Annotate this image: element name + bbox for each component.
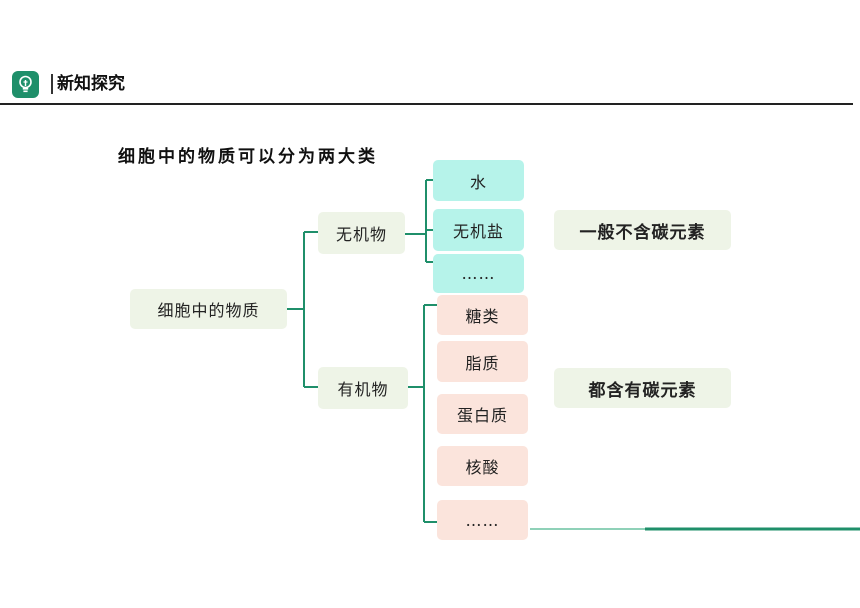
inorganic-item-salt: 无机盐 [433,209,524,251]
organic-node: 有机物 [318,367,408,409]
organic-note: 都含有碳元素 [554,368,731,408]
inorganic-node: 无机物 [318,212,405,254]
organic-item-nucleic-acid: 核酸 [437,446,528,486]
organic-item-more: …… [437,500,528,540]
intro-text: 细胞中的物质可以分为两大类 [118,147,378,167]
inorganic-item-more: …… [433,254,524,293]
organic-item-protein: 蛋白质 [437,394,528,434]
organic-item-lipid: 脂质 [437,341,528,382]
inorganic-item-water: 水 [433,160,524,201]
root-node: 细胞中的物质 [130,289,287,329]
organic-item-sugar: 糖类 [437,295,528,335]
header-separator [51,74,53,94]
inorganic-note: 一般不含碳元素 [554,210,731,250]
section-title: 新知探究 [57,74,125,94]
lightbulb-icon [12,71,39,98]
header-divider [0,103,853,105]
